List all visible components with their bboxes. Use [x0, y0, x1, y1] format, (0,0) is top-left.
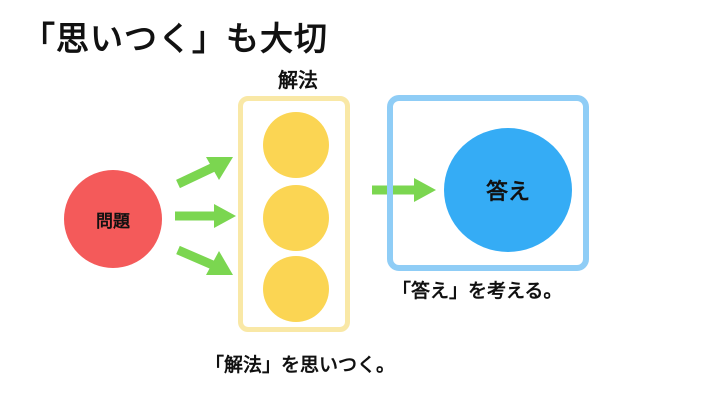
- method-dot-3: [263, 256, 329, 322]
- method-dot-2: [263, 185, 329, 251]
- method-dot-1: [263, 112, 329, 178]
- answer-label: 答え: [485, 180, 530, 205]
- arrow-lower: [176, 245, 233, 275]
- problem-label: 問題: [96, 211, 130, 232]
- method-label: 解法: [278, 68, 318, 92]
- method-box: [238, 96, 350, 332]
- page-title: 「思いつく」も大切: [22, 19, 328, 58]
- method-caption: 「解法」を思いつく。: [205, 354, 396, 376]
- problem-circle: 問題: [64, 170, 162, 268]
- arrow-to-answer: [372, 178, 436, 202]
- answer-circle: 答え: [444, 128, 572, 252]
- arrow-upper: [176, 157, 233, 189]
- answer-caption: 「答え」を考える。: [392, 280, 563, 302]
- answer-box: [387, 95, 589, 271]
- arrow-middle: [175, 204, 236, 228]
